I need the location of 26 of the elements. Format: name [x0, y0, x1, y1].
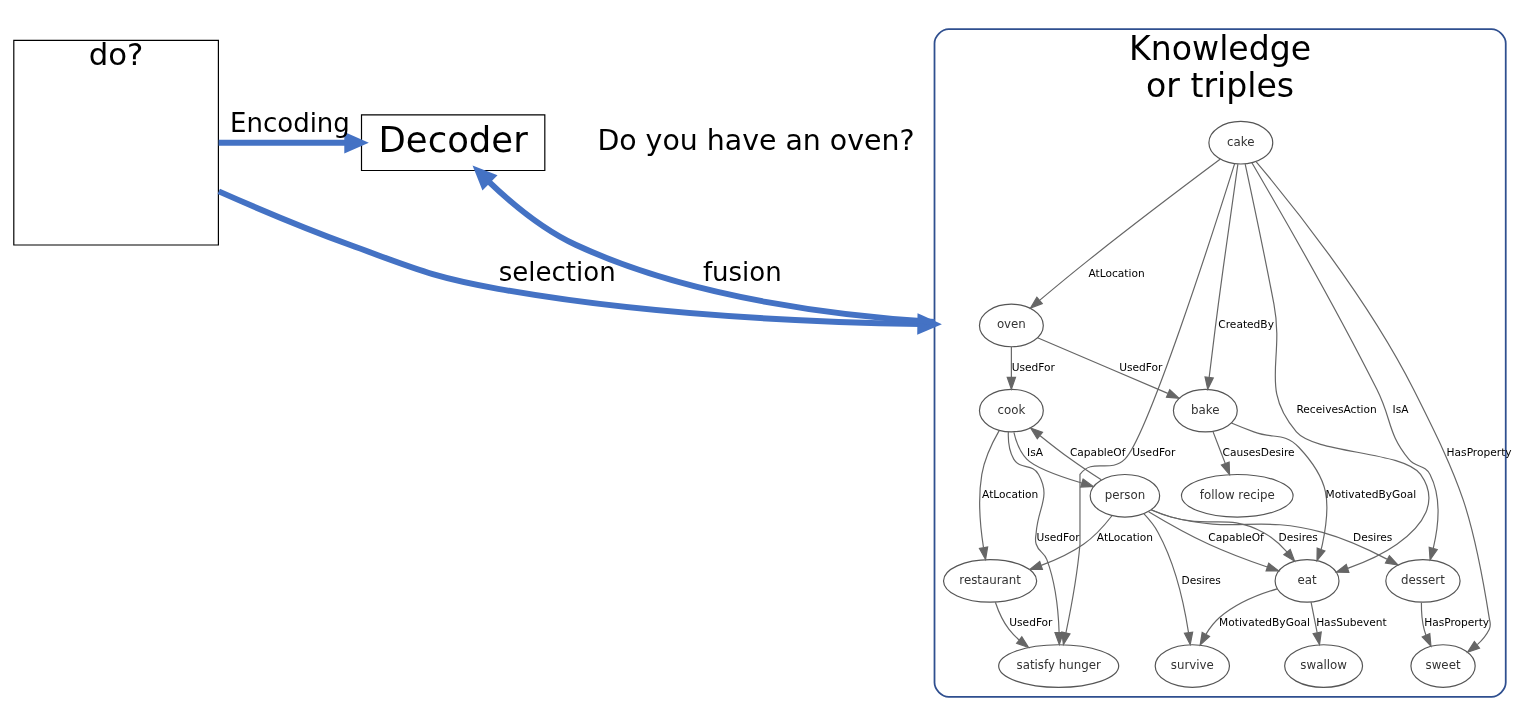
edge-label: HasProperty [1424, 615, 1490, 629]
edge-label: CausesDesire [1222, 445, 1295, 459]
edge-label: UsedFor [1011, 360, 1055, 374]
edge-label: Encoding [230, 107, 350, 138]
edge-label: Desires [1181, 573, 1221, 587]
edge-label: CapableOf [1208, 530, 1264, 544]
edge-label: IsA [1027, 445, 1043, 459]
edge-label: selection [498, 256, 616, 287]
edge-label: MotivatedByGoal [1325, 487, 1417, 501]
edge-label: Desires [1278, 530, 1318, 544]
edge-label: CapableOf [1069, 445, 1126, 459]
edge-label: UsedFor [1119, 360, 1163, 374]
edge-label: IsA [1392, 402, 1409, 416]
edge-label: Desires [1352, 530, 1393, 544]
edge-label: MotivatedByGoal [1219, 615, 1310, 629]
edge-label: ReceivesAction [1296, 402, 1377, 416]
edge-label: AtLocation [1088, 266, 1145, 280]
edge-label: AtLocation [1096, 530, 1154, 544]
node-label: Do you have an oven? [597, 123, 915, 157]
edge-label: fusion [702, 256, 782, 287]
edge-label: CreatedBy [1218, 317, 1274, 331]
edge-label: AtLocation [982, 487, 1039, 501]
edge-label: UsedFor [1009, 615, 1053, 629]
edge-label: HasSubevent [1316, 615, 1387, 629]
edge-label: UsedFor [1132, 445, 1176, 459]
edge-label: UsedFor [1036, 530, 1080, 544]
